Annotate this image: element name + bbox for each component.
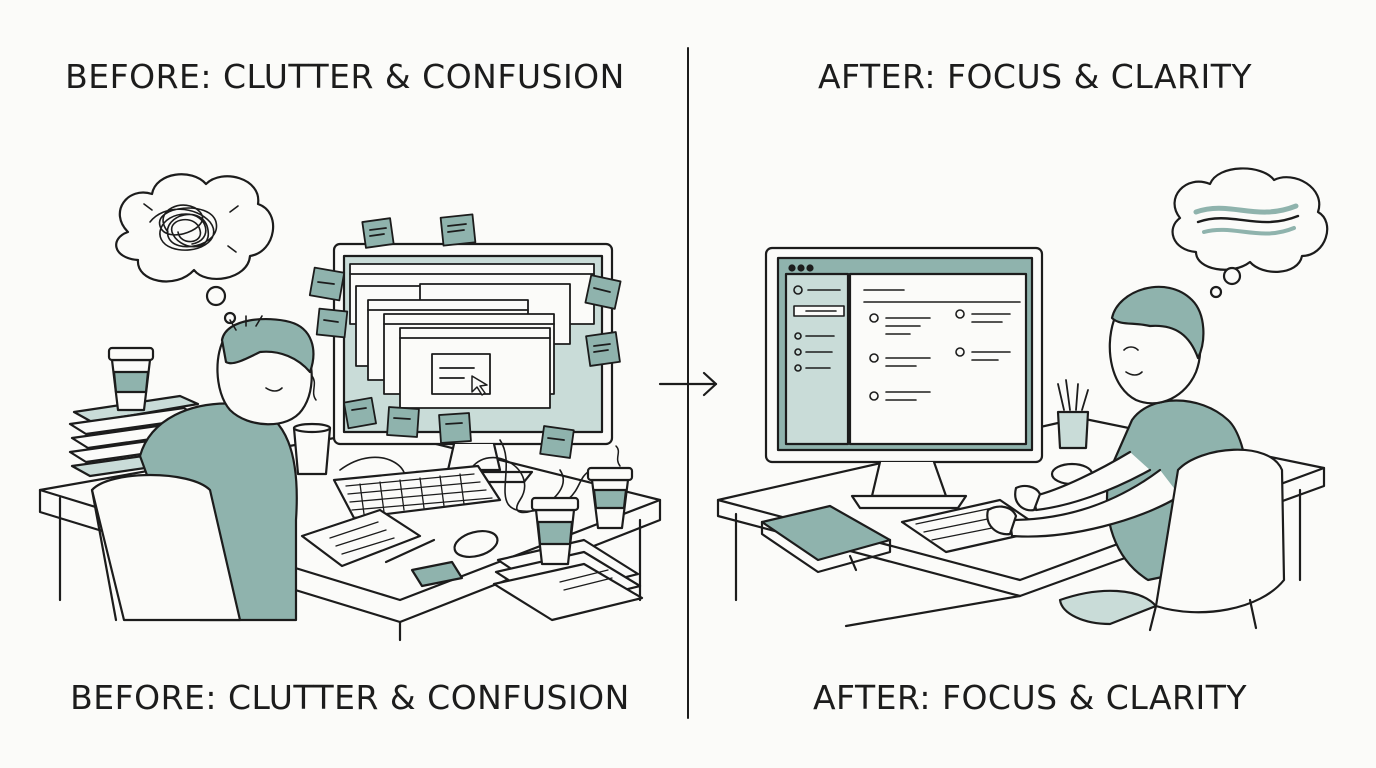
paper-stack-right	[492, 538, 644, 622]
stressed-person	[138, 315, 317, 622]
before-scene	[38, 173, 662, 642]
right-arrow-icon	[658, 371, 718, 397]
sticky-note	[308, 266, 346, 302]
phone	[410, 560, 464, 588]
pen-holder	[1056, 379, 1090, 450]
sticky-note	[539, 425, 575, 459]
sticky-note	[386, 406, 420, 438]
sticky-note	[439, 213, 477, 247]
mouse-cursor-icon	[471, 375, 488, 396]
before-caption: BEFORE: CLUTTER & CONFUSION	[70, 678, 630, 717]
clean-app-layout	[793, 285, 1021, 401]
office-chair-after	[1058, 448, 1286, 632]
office-chair-before	[90, 473, 242, 622]
stress-thought-bubble	[115, 173, 275, 325]
thought-dot	[223, 311, 237, 325]
tangled-thought-icon	[143, 203, 239, 253]
coffee-cup-left	[107, 346, 155, 412]
thought-dot	[1209, 285, 1223, 299]
sticky-note	[343, 396, 377, 430]
glass-cup	[292, 422, 332, 476]
notepad	[300, 508, 422, 568]
coffee-cup-right	[586, 445, 634, 530]
after-caption: AFTER: FOCUS & CLARITY	[812, 678, 1248, 717]
sticky-notes	[308, 213, 622, 459]
keyboard-cluttered	[332, 464, 502, 520]
calm-thought-icon	[1193, 203, 1300, 236]
sticky-note	[585, 331, 621, 367]
coffee-cup-center	[530, 496, 580, 566]
sticky-note	[361, 217, 395, 249]
pen	[384, 538, 436, 564]
sticky-note	[438, 412, 472, 444]
thought-dot	[205, 285, 227, 307]
computer-mouse	[453, 529, 499, 559]
before-title: BEFORE: CLUTTER & CONFUSION	[65, 57, 625, 96]
overlapping-windows	[349, 263, 595, 409]
after-scene	[716, 167, 1329, 632]
thought-dot	[1222, 266, 1242, 286]
notebook	[760, 504, 892, 574]
sticky-note	[584, 274, 622, 310]
after-title: AFTER: FOCUS & CLARITY	[817, 57, 1253, 96]
sticky-note	[315, 307, 349, 339]
